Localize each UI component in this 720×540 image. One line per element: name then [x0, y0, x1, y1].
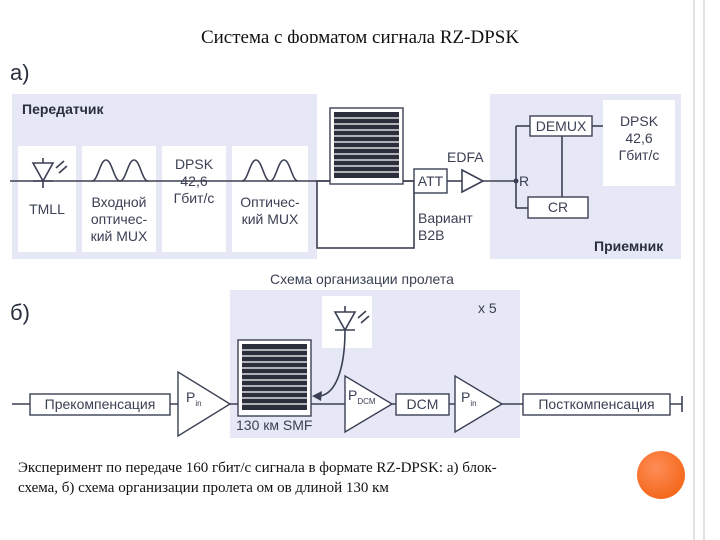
amplifier-pin-icon: [177, 370, 232, 438]
fiber-spool-b-icon: [237, 339, 312, 417]
dpsk-tx-box: [162, 146, 226, 252]
receiver-label: Приемник: [594, 238, 664, 254]
p-in-subscript: in: [195, 398, 202, 408]
p-out-label: Pin: [461, 389, 477, 408]
variant-line-1: Вариант: [418, 210, 473, 226]
span-title: Схема организации пролета: [270, 271, 454, 287]
variant-line-2: B2B: [418, 227, 445, 243]
input-mux-box: [82, 146, 156, 252]
panel-a-label: а): [10, 60, 30, 85]
optical-mux-line-1: Оптичес-: [240, 194, 300, 210]
optical-mux-line-2: кий MUX: [241, 211, 299, 227]
laser-diode-b-icon: [333, 311, 357, 332]
optical-mux-box: [232, 146, 308, 252]
cr-label: CR: [547, 199, 569, 215]
input-mux-line-1: Входной: [91, 194, 147, 210]
tmll-label: TMLL: [29, 201, 65, 217]
amplifier-pout-icon: [454, 374, 504, 434]
dpsk-tx-line-1: DPSK: [174, 156, 214, 172]
slide-caption: Эксперимент по передаче 160 гбит/с сигна…: [18, 460, 497, 496]
postcompensation-label: Посткомпенсация: [538, 396, 655, 412]
receiver-node-label: R: [519, 173, 530, 189]
demux-box: [529, 115, 593, 137]
slide-border-line-left: [693, 0, 695, 540]
optical-mux-wave: [241, 159, 299, 182]
att-label: ATT: [417, 173, 444, 189]
dpsk-rx-box: [603, 100, 675, 186]
dpsk-tx-line-3: Гбит/с: [173, 190, 215, 206]
slide-border-line-right: [703, 0, 705, 540]
smf-label: 130 км SMF: [236, 417, 313, 433]
laser-diode-a-icon: [31, 162, 55, 183]
edfa-amplifier-icon: [461, 168, 485, 194]
p-out-subscript: in: [470, 398, 477, 408]
panel-b-label: б): [10, 300, 30, 325]
p-in-label: Pin: [186, 389, 202, 408]
fiber-spool-a-icon: [329, 107, 404, 185]
slide-title: Система с форматом сигнала RZ-DPSK: [200, 27, 520, 48]
demux-label: DEMUX: [535, 118, 587, 134]
input-mux-line-2: оптичес-: [90, 211, 148, 227]
p-dcm-subscript: DCM: [357, 396, 376, 406]
precompensation-label: Прекомпенсация: [44, 396, 156, 412]
repeat-count: x 5: [478, 300, 497, 316]
receiver-node-dot: [513, 178, 519, 184]
edfa-label: EDFA: [447, 149, 484, 165]
postcompensation-box: [522, 393, 671, 416]
precompensation-box: [29, 393, 171, 416]
input-mux-wave: [91, 159, 149, 182]
pump-line: [317, 329, 346, 397]
dpsk-rx-line-2: 42,6: [625, 130, 653, 146]
input-mux-line-3: кий MUX: [90, 228, 148, 244]
decorative-orange-circle: [637, 451, 685, 499]
dpsk-rx-line-1: DPSK: [619, 113, 659, 129]
transmitter-label: Передатчик: [22, 101, 104, 117]
p-dcm-label: PDCM: [348, 387, 376, 406]
dcm-label: DCM: [406, 396, 439, 412]
span-laser-box: [322, 296, 372, 348]
cr-box: [527, 196, 589, 219]
att-box: [413, 168, 448, 194]
amplifier-pdcm-icon: [344, 374, 394, 434]
b2b-frame: [316, 180, 415, 249]
dpsk-rx-line-3: Гбит/с: [618, 147, 660, 163]
dcm-box: [395, 393, 450, 416]
